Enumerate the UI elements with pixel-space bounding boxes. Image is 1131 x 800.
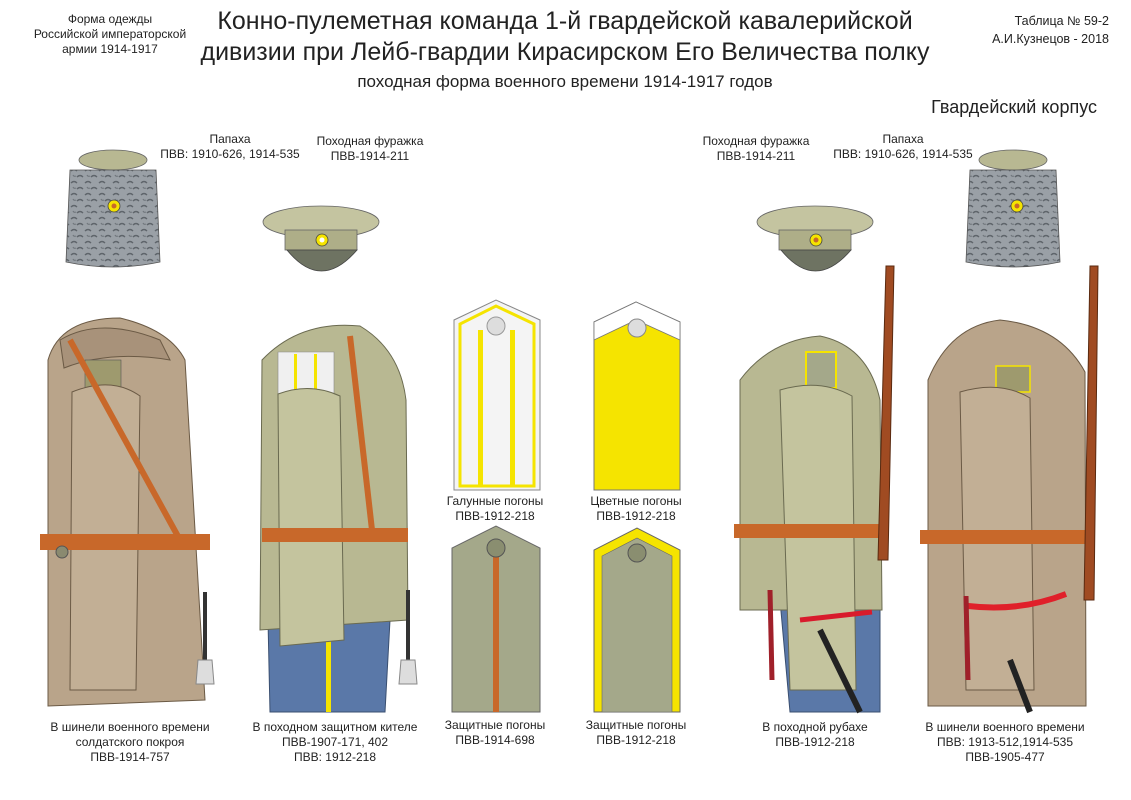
figure4-caption: В шинели военного времени ПВВ: 1913-512,… — [905, 720, 1105, 765]
figure-rubakha — [734, 265, 895, 714]
papakha-left-label: Папаха ПВВ: 1910-626, 1914-535 — [155, 132, 305, 162]
pogon-color-name: Цветные погоны — [590, 494, 682, 508]
series-caption: Форма одежды Российской императорской ар… — [20, 12, 200, 57]
pogon-field2-name: Защитные погоны — [585, 718, 687, 732]
furazhka-right-icon — [756, 205, 874, 272]
figure2-caption: В походном защитном кителе ПВВ-1907-171,… — [235, 720, 435, 765]
pogon-field2-label: Защитные погоны ПВВ-1912-218 — [566, 718, 706, 748]
figure2-line1: В походном защитном кителе — [252, 720, 418, 734]
corps-label: Гвардейский корпус — [931, 97, 1097, 117]
pogon-field1-label: Защитные погоны ПВВ-1914-698 — [425, 718, 565, 748]
author-line: А.И.Кузнецов - 2018 — [992, 32, 1109, 46]
furazhka-left-code: ПВВ-1914-211 — [330, 149, 410, 163]
figure4-line3: ПВВ-1905-477 — [965, 750, 1045, 764]
figure1-line2: солдатского покроя — [75, 735, 185, 749]
pogon-galun-label: Галунные погоны ПВВ-1912-218 — [425, 494, 565, 524]
furazhka-right-code: ПВВ-1914-211 — [716, 149, 796, 163]
figure1-line3: ПВВ-1914-757 — [90, 750, 170, 764]
pogon-field1-name: Защитные погоны — [444, 718, 546, 732]
pogon-color-label: Цветные погоны ПВВ-1912-218 — [566, 494, 706, 524]
furazhka-right-name: Походная фуражка — [702, 134, 810, 148]
pogon-field2-icon — [593, 527, 681, 713]
pogon-galun-icon — [453, 299, 541, 491]
title-line-1: Конно-пулеметная команда 1-й гвардейской… — [217, 7, 913, 35]
figure1-caption: В шинели военного времени солдатского по… — [30, 720, 230, 765]
table-caption: Таблица № 59-2 А.И.Кузнецов - 2018 — [939, 12, 1109, 48]
series-line-2: Российской императорской — [33, 27, 187, 41]
title-line-2: дивизии при Лейб-гвардии Кирасирском Его… — [200, 38, 930, 66]
figure4-line2: ПВВ: 1913-512,1914-535 — [936, 735, 1074, 749]
pogon-field2-code: ПВВ-1912-218 — [596, 733, 676, 747]
furazhka-left-icon — [262, 205, 380, 272]
figure1-line1: В шинели военного времени — [50, 720, 210, 734]
figure-kitel — [259, 324, 418, 713]
pogon-color-code: ПВВ-1912-218 — [596, 509, 676, 523]
papakha-right-code: ПВВ: 1910-626, 1914-535 — [833, 147, 973, 161]
series-line-3: армии 1914-1917 — [62, 42, 158, 56]
papakha-left-icon — [65, 149, 161, 268]
furazhka-right-label: Походная фуражка ПВВ-1914-211 — [686, 134, 826, 164]
figure3-line2: ПВВ-1912-218 — [775, 735, 855, 749]
figure2-line2: ПВВ-1907-171, 402 — [281, 735, 389, 749]
pogon-galun-name: Галунные погоны — [446, 494, 544, 508]
pogon-galun-code: ПВВ-1912-218 — [455, 509, 535, 523]
table-number: Таблица № 59-2 — [1014, 14, 1109, 28]
pogon-color-icon — [593, 301, 681, 491]
figure2-line3: ПВВ: 1912-218 — [293, 750, 376, 764]
series-line-1: Форма одежды — [67, 12, 153, 26]
figure3-caption: В походной рубахе ПВВ-1912-218 — [720, 720, 910, 750]
figure-greatcoat-right — [920, 265, 1099, 714]
papakha-left-name: Папаха — [209, 132, 251, 146]
page-title: Конно-пулеметная команда 1-й гвардейской… — [180, 6, 950, 68]
pogon-field1-code: ПВВ-1914-698 — [455, 733, 535, 747]
papakha-right-label: Папаха ПВВ: 1910-626, 1914-535 — [828, 132, 978, 162]
pogon-field1-icon — [451, 525, 541, 713]
figure-greatcoat-left — [40, 317, 215, 707]
figure4-line1: В шинели военного времени — [925, 720, 1085, 734]
furazhka-left-label: Походная фуражка ПВВ-1914-211 — [300, 134, 440, 164]
papakha-left-code: ПВВ: 1910-626, 1914-535 — [160, 147, 300, 161]
page-subtitle: походная форма военного времени 1914-191… — [357, 72, 773, 91]
figure3-line1: В походной рубахе — [762, 720, 868, 734]
papakha-right-icon — [965, 149, 1061, 268]
papakha-right-name: Папаха — [882, 132, 924, 146]
furazhka-left-name: Походная фуражка — [316, 134, 424, 148]
